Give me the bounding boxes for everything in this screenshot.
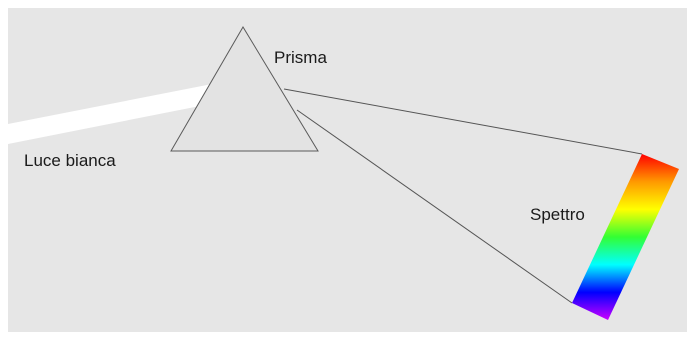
spectrum-band [572, 154, 679, 320]
spectrum-label: Spettro [530, 205, 585, 224]
dispersed-ray-top [283, 88, 643, 155]
white-light-beam [8, 84, 212, 144]
prism-triangle [170, 26, 319, 152]
white-light-label: Luce bianca [24, 151, 116, 170]
dispersed-ray-bottom [296, 109, 573, 304]
diagram-background [8, 8, 687, 332]
prism-label: Prisma [274, 48, 327, 67]
